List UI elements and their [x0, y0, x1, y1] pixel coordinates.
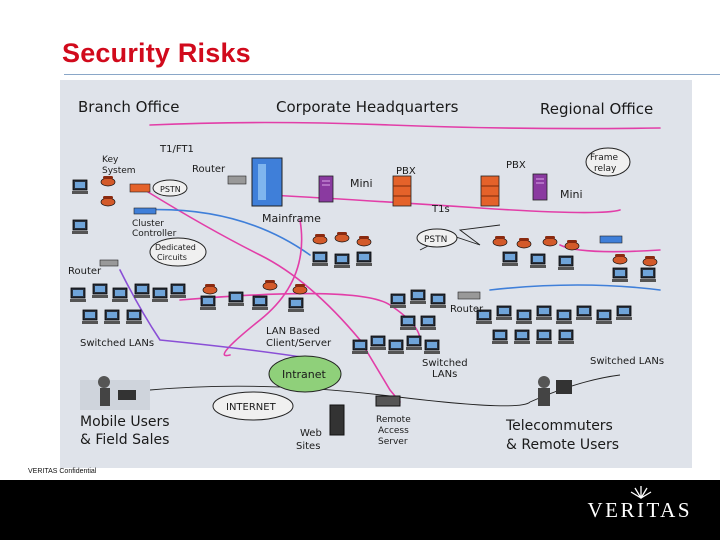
slide-title: Security Risks [62, 38, 251, 68]
violet-link [119, 269, 321, 361]
internet-cloud [212, 391, 294, 421]
web-server-device [329, 404, 345, 436]
label-mobile-users-1: Mobile Users [80, 414, 170, 430]
label-router-center: Router [450, 304, 484, 315]
remote-access-server-device [375, 395, 401, 407]
label-branch-office: Branch Office [78, 98, 179, 116]
wan-link-top [149, 121, 661, 130]
branch-blue-link [139, 208, 311, 256]
intranet-cloud [268, 355, 342, 393]
label-web-sites-2: Sites [296, 441, 320, 452]
confidential-notice: VERITAS Confidential [28, 468, 97, 475]
regional-lan-link [489, 284, 661, 291]
dedicated-circuits-cloud [149, 237, 207, 267]
label-t1s: T1s [431, 204, 450, 215]
label-frame-relay-2: relay [594, 164, 617, 174]
label-pbx-hq: PBX [396, 166, 416, 177]
mobile-user-figure [80, 376, 150, 410]
hq-equipment [199, 157, 481, 355]
network-diagram: Branch Office Corporate Headquarters Reg… [60, 80, 692, 468]
hq-router-device [227, 175, 247, 185]
label-pbx-regional: PBX [506, 160, 526, 171]
label-corporate-headquarters: Corporate Headquarters [276, 98, 459, 116]
label-telecommuters-2: & Remote Users [506, 437, 619, 453]
label-router-hq: Router [192, 164, 226, 175]
veritas-logo: VERITAS [587, 486, 692, 523]
label-t1: T1/FT1 [159, 144, 194, 155]
label-mini-regional: Mini [560, 188, 583, 201]
label-router-branch: Router [68, 266, 102, 277]
label-key-system-1: Key [102, 155, 119, 165]
label-mini-hq: Mini [350, 177, 373, 190]
center-router-device [457, 291, 481, 300]
mobile-remote-link [149, 385, 531, 407]
label-mainframe: Mainframe [262, 212, 321, 225]
label-dedicated-1: Dedicated [155, 243, 196, 252]
telecommuter-figure [538, 376, 572, 406]
branch-pstn-cloud [152, 179, 188, 197]
mainframe-device [251, 157, 283, 207]
label-telecommuters-1: Telecommuters [505, 418, 613, 434]
logo-mark-icon [630, 486, 651, 499]
label-lan-based-2: Client/Server [266, 338, 332, 349]
branch-pink-link [147, 191, 361, 341]
label-frame-relay-1: Frame [590, 153, 619, 163]
branch-office-equipment [69, 175, 207, 325]
label-remote-access-2: Access [378, 426, 409, 436]
label-switched-center-2: LANs [432, 369, 457, 380]
label-switched-branch: Switched LANs [80, 338, 154, 349]
label-internet: INTERNET [226, 402, 277, 413]
label-pstn-center: PSTN [424, 235, 447, 245]
label-remote-access-1: Remote [376, 415, 411, 425]
label-switched-regional: Switched LANs [590, 356, 664, 367]
diagram-background [60, 80, 692, 468]
label-lan-based-1: LAN Based [266, 326, 320, 337]
cluster-controller-device [133, 207, 157, 215]
label-key-system-2: System [102, 166, 136, 176]
center-pstn-cloud [416, 228, 458, 248]
branch-router-device [99, 259, 119, 267]
label-cluster-2: Controller [132, 229, 177, 239]
label-remote-access-3: Server [378, 437, 408, 447]
label-intranet: Intranet [282, 368, 327, 381]
label-mobile-users-2: & Field Sales [80, 432, 169, 448]
frame-relay-cloud [585, 147, 631, 177]
footer-bar: VERITAS [0, 480, 720, 540]
key-system-device [129, 183, 151, 193]
logo-text: VERITAS [587, 498, 692, 522]
hq-lan-link [223, 219, 303, 357]
label-dedicated-2: Circuits [157, 253, 187, 262]
label-cluster-1: Cluster [132, 219, 164, 229]
regional-switch-device [599, 235, 623, 244]
label-pstn-branch: PSTN [160, 185, 181, 194]
label-switched-center-1: Switched [422, 358, 468, 369]
title-divider [64, 74, 720, 75]
regional-office-equipment [475, 147, 658, 345]
label-web-sites-1: Web [300, 428, 322, 439]
label-regional-office: Regional Office [540, 100, 653, 118]
